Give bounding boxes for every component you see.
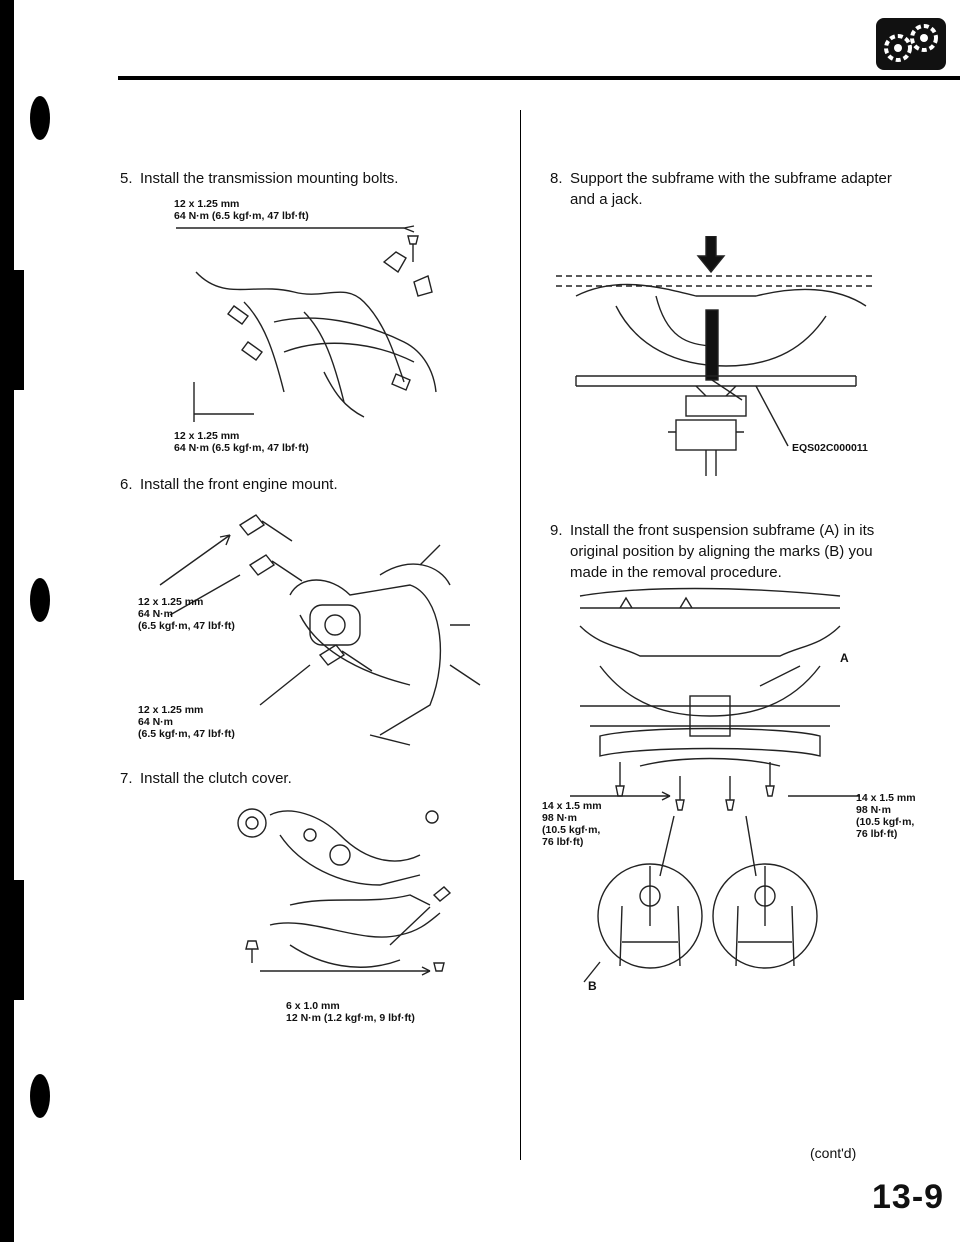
header-rule: [118, 76, 960, 80]
step-text: Install the front suspension subframe (A…: [570, 522, 875, 581]
step-number: 8.: [550, 170, 563, 187]
step-number: 7.: [120, 770, 133, 787]
clutch-cover-figure: [230, 795, 470, 995]
bolt-spec-label: 12 x 1.25 mm 64 N·m (6.5 kgf·m, 47 lbf·f…: [138, 596, 235, 632]
bolt-spec-label: 12 x 1.25 mm 64 N·m (6.5 kgf·m, 47 lbf·f…: [138, 704, 235, 740]
step-8: 8. Support the subframe with the subframe…: [550, 168, 930, 210]
subframe-jack-figure: [556, 236, 876, 476]
bolt-spec-label: 14 x 1.5 mm 98 N·m (10.5 kgf·m, 76 lbf·f…: [856, 792, 916, 840]
step-6: 6. Install the front engine mount.: [120, 474, 500, 495]
continued-note: (cont'd): [810, 1145, 857, 1161]
column-divider: [520, 110, 521, 1160]
step-text: Support the subframe with the subframe a…: [570, 170, 892, 208]
bolt-spec-label: 14 x 1.5 mm 98 N·m (10.5 kgf·m, 76 lbf·f…: [542, 800, 602, 848]
step-text: Install the transmission mounting bolts.: [140, 170, 399, 187]
bolt-spec-label: 12 x 1.25 mm 64 N·m (6.5 kgf·m, 47 lbf·f…: [174, 430, 309, 454]
binding-hole: [30, 1074, 50, 1118]
front-engine-mount-figure: [150, 505, 510, 755]
transmission-mount-figure: [174, 222, 474, 422]
gear-wrench-icon: [876, 18, 946, 70]
binding-hole: [30, 96, 50, 140]
step-7: 7. Install the clutch cover.: [120, 768, 500, 789]
step-text: Install the clutch cover.: [140, 770, 292, 787]
bolt-spec-label: 6 x 1.0 mm 12 N·m (1.2 kgf·m, 9 lbf·ft): [286, 1000, 415, 1024]
step-number: 6.: [120, 476, 133, 493]
page-number: 13-9: [872, 1178, 945, 1216]
tool-number-label: EQS02C000011: [792, 442, 868, 454]
step-text: Install the front engine mount.: [140, 476, 338, 493]
binding-margin-bar: [0, 0, 14, 1242]
step-number: 9.: [550, 522, 563, 539]
front-subframe-figure: [560, 586, 860, 1026]
binding-hole: [30, 578, 50, 622]
bolt-spec-label: 12 x 1.25 mm 64 N·m (6.5 kgf·m, 47 lbf·f…: [174, 198, 309, 222]
step-5: 5. Install the transmission mounting bolt…: [120, 168, 500, 189]
step-9: 9. Install the front suspension subframe …: [550, 520, 930, 583]
step-number: 5.: [120, 170, 133, 187]
callout-a: A: [840, 651, 849, 665]
binding-notch: [14, 270, 24, 390]
callout-b: B: [588, 979, 597, 993]
binding-notch: [14, 880, 24, 1000]
